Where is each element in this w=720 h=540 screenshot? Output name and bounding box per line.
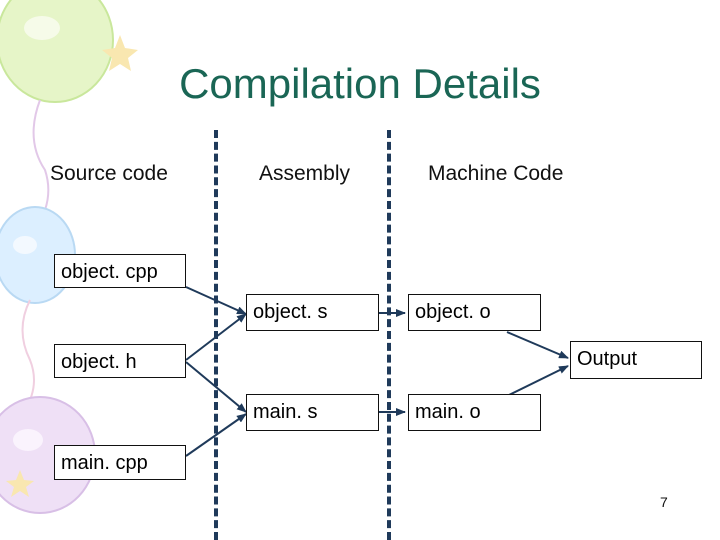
arrow-object-h-to-main-s: [185, 361, 247, 413]
arrow-object-h-to-object-s: [185, 313, 247, 361]
box-object-o: object. o: [408, 294, 541, 331]
box-object-cpp: object. cpp: [54, 254, 186, 288]
divider-assembly-machine: [387, 130, 391, 540]
divider-source-assembly: [214, 130, 218, 540]
column-label-machine: Machine Code: [428, 162, 564, 185]
page-title: Compilation Details: [179, 60, 541, 107]
box-main-o: main. o: [408, 394, 541, 431]
box-output: Output: [570, 341, 702, 379]
arrow-object-cpp-to-object-s: [185, 286, 247, 315]
box-object-s: object. s: [246, 294, 379, 331]
box-main-cpp: main. cpp: [54, 445, 186, 480]
box-main-s: main. s: [246, 394, 379, 431]
page-number: 7: [660, 494, 668, 510]
arrow-main-cpp-to-main-s: [185, 413, 247, 457]
arrow-main-o-to-output: [506, 365, 569, 397]
column-label-assembly: Assembly: [259, 162, 351, 185]
column-label-source: Source code: [50, 162, 168, 185]
box-object-h: object. h: [54, 344, 186, 378]
arrow-object-o-to-output: [506, 331, 569, 359]
